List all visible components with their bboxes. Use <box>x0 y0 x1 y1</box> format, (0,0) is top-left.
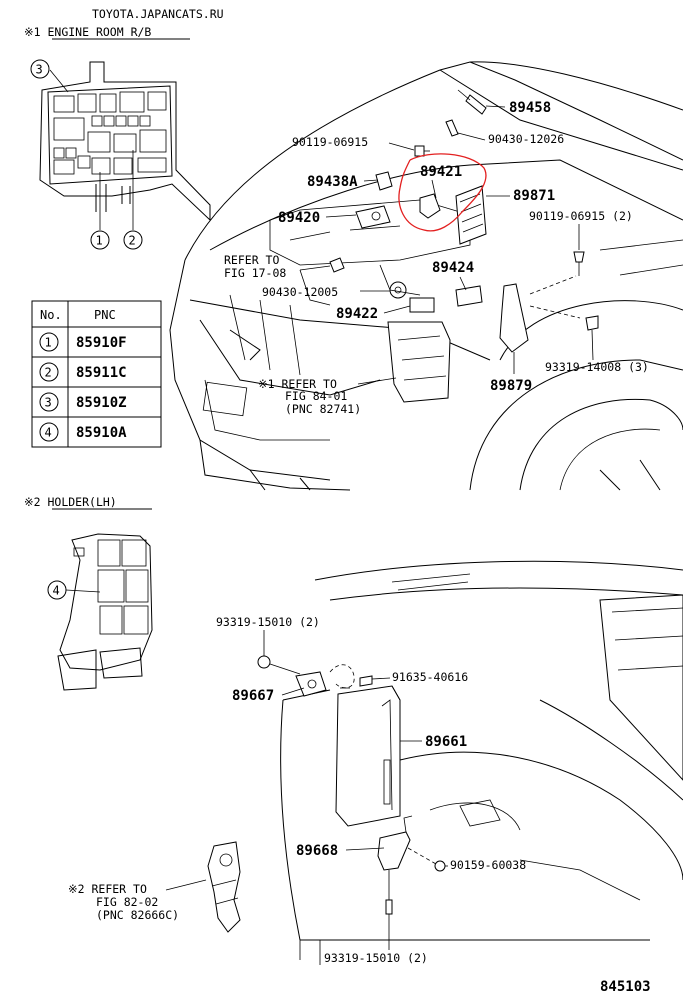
svg-text:2: 2 <box>129 234 136 248</box>
callout-4: 4 <box>47 580 67 600</box>
label-90119-06915-2: 90119-06915 (2) <box>529 209 633 223</box>
label-93319-15010-b: 93319-15010 (2) <box>324 951 428 965</box>
label-90430-12026: 90430-12026 <box>488 132 564 146</box>
label-refer-82-02-l1: ※2 REFER TO <box>68 882 147 896</box>
label-93319-15010-a: 93319-15010 (2) <box>216 615 320 629</box>
table-row-no: 1 <box>45 336 52 350</box>
callout-2: 2 <box>123 230 143 250</box>
label-90119-06915: 90119-06915 <box>292 135 368 149</box>
label-refer-17-08-l1: REFER TO <box>224 253 279 267</box>
watermark: TOYOTA.JAPANCATS.RU <box>92 7 224 21</box>
lower-parts <box>207 655 446 933</box>
label-refer-84-01-l1: ※1 REFER TO <box>258 377 337 391</box>
label-89879: 89879 <box>490 378 532 394</box>
table-row-pnc: 85911C <box>76 365 127 381</box>
engine-room-header: ※1 ENGINE ROOM R/B <box>24 25 151 39</box>
label-89668: 89668 <box>296 843 338 859</box>
label-refer-84-01-l2: FIG 84-01 <box>285 389 347 403</box>
figure-number: 845103 <box>600 979 651 995</box>
label-89458: 89458 <box>509 100 551 116</box>
label-89871: 89871 <box>513 188 555 204</box>
table-header-pnc: PNC <box>94 308 116 322</box>
label-refer-84-01-l3: (PNC 82741) <box>285 402 361 416</box>
table-row-no: 4 <box>45 426 52 440</box>
label-refer-82-02-l3: (PNC 82666C) <box>96 908 179 922</box>
table-row-pnc: 85910Z <box>76 395 127 411</box>
table-row-no: 2 <box>45 366 52 380</box>
label-89661: 89661 <box>425 734 467 750</box>
upper-labels: 89458 90119-06915 90430-12026 89421 8943… <box>224 100 649 416</box>
svg-text:4: 4 <box>53 584 60 598</box>
table-row-pnc: 85910A <box>76 425 127 441</box>
label-90430-12005: 90430-12005 <box>262 285 338 299</box>
label-89420: 89420 <box>278 210 320 226</box>
table-header-no: No. <box>40 308 62 322</box>
label-91635-40616: 91635-40616 <box>392 670 468 684</box>
lower-labels: 93319-15010 (2) 91635-40616 89667 89661 … <box>68 615 651 995</box>
svg-text:1: 1 <box>96 234 103 248</box>
callout-1: 1 <box>90 230 110 250</box>
label-90159-60038: 90159-60038 <box>450 858 526 872</box>
label-89424: 89424 <box>432 260 474 276</box>
pnc-table: No. PNC 1 85910F 2 85911C 3 85910Z 4 859… <box>31 300 162 448</box>
label-89421: 89421 <box>420 164 462 180</box>
label-89422: 89422 <box>336 306 378 322</box>
holder-drawing <box>57 533 153 691</box>
holder-header: ※2 HOLDER(LH) <box>24 495 117 509</box>
car-front-drawing <box>169 61 683 491</box>
table-row-no: 3 <box>45 396 52 410</box>
label-89438A: 89438A <box>307 174 358 190</box>
label-refer-82-02-l2: FIG 82-02 <box>96 895 158 909</box>
highlight-mark <box>398 153 487 232</box>
svg-text:3: 3 <box>36 63 43 77</box>
label-refer-17-08-l2: FIG 17-08 <box>224 266 286 280</box>
relay-box-drawing <box>39 61 211 230</box>
upper-parts <box>329 89 599 403</box>
callout-3: 3 <box>30 59 50 79</box>
label-93319-14008: 93319-14008 (3) <box>545 360 649 374</box>
table-row-pnc: 85910F <box>76 335 127 351</box>
lower-drawing <box>280 560 683 965</box>
label-89667: 89667 <box>232 688 274 704</box>
